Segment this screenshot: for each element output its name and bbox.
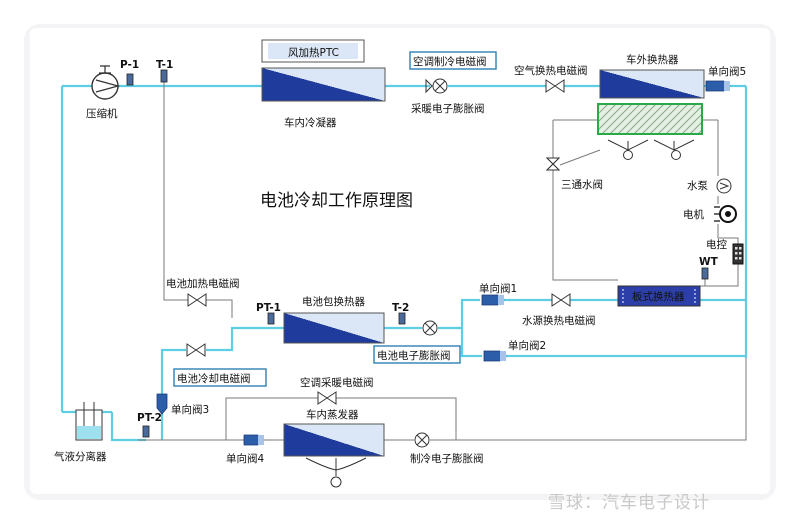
diagram-title: 电池冷却工作原理图 [260, 191, 413, 211]
t2-sensor [398, 312, 406, 325]
air-hx-valve [545, 79, 565, 93]
controller-label: 电控 [706, 238, 727, 251]
check-valve-5-label: 单向阀5 [708, 65, 746, 78]
check-valve-1 [481, 294, 505, 306]
check-valve-4-label: 单向阀4 [226, 452, 264, 465]
battery-heating-valve [187, 293, 207, 307]
t1-label: T-1 [156, 59, 173, 71]
compressor-label: 压缩机 [86, 107, 118, 120]
air-hx-valve-label: 空气换热电磁阀 [514, 64, 588, 77]
thin-lines [138, 70, 747, 441]
check-valve-4 [243, 434, 265, 446]
pt1-label: PT-1 [256, 302, 281, 314]
check-valve-5 [705, 80, 731, 92]
p1-label: P-1 [120, 59, 139, 71]
outer-heat-exchanger [599, 69, 705, 99]
water-hx-valve [551, 293, 571, 307]
battery-heating-valve-label: 电池加热电磁阀 [166, 277, 240, 290]
battery-pack-hx-label: 电池包换热器 [302, 295, 365, 308]
cabin-condenser [261, 67, 386, 102]
pressure-sensor-p1 [126, 73, 134, 86]
gas-liquid-separator-label: 气液分离器 [54, 450, 107, 463]
water-hx-valve-label: 水源换热电磁阀 [522, 314, 596, 327]
ptc-label: 风加热PTC [288, 46, 339, 59]
ac-cool-valve-label: 空调制冷电磁阀 [413, 55, 487, 68]
gas-liquid-separator [75, 402, 103, 441]
pump-label: 水泵 [687, 180, 708, 192]
watermark: 雪球：汽车电子设计 [548, 493, 710, 513]
battery-pack-heat-exchanger [283, 312, 385, 344]
motor [714, 205, 737, 223]
temp-sensor-t1 [160, 69, 168, 83]
cabin-evaporator [283, 423, 385, 457]
plate-hx-label: 板式换热器 [632, 290, 685, 303]
compressor [91, 65, 121, 100]
pt1-sensor [267, 312, 275, 325]
water-pump [716, 178, 732, 194]
ac-cool-valve-box [409, 51, 497, 70]
check-valve-3 [156, 393, 168, 415]
cooling-exv [414, 432, 430, 448]
controller [732, 243, 744, 265]
heating-exv-label: 采暖电子膨胀阀 [411, 102, 485, 115]
check-valve-2-label: 单向阀2 [508, 339, 546, 352]
check-valve-3-label: 单向阀3 [171, 403, 209, 416]
battery-exv [422, 320, 438, 336]
wt-label: WT [699, 256, 719, 268]
refrigerant-lines [60, 84, 748, 442]
three-way-water-valve [545, 157, 561, 171]
pt2-label: PT-2 [137, 412, 162, 424]
t2-label: T-2 [392, 302, 409, 314]
ptc-fill [268, 43, 358, 59]
battery-cooling-valve [186, 343, 206, 357]
battery-cooling-valve-box [173, 368, 267, 387]
battery-exv-box [373, 345, 461, 364]
cabin-condenser-label: 车内冷凝器 [284, 116, 337, 129]
check-valve-1-label: 单向阀1 [479, 282, 517, 295]
motor-label: 电机 [683, 208, 704, 221]
heating-exv [425, 78, 448, 94]
cabin-evaporator-label: 车内蒸发器 [306, 408, 359, 421]
evaporator-fan [305, 457, 367, 488]
battery-exv-label: 电池电子膨胀阀 [377, 349, 451, 362]
radiator-core [597, 103, 703, 135]
three-way-valve-label: 三通水阀 [561, 178, 603, 191]
cooling-exv-label: 制冷电子膨胀阀 [410, 452, 484, 465]
pt2-sensor [142, 425, 150, 438]
plate-heat-exchanger [617, 285, 701, 307]
ac-heating-valve-label: 空调采暖电磁阀 [300, 376, 374, 389]
plate-hx-ports [622, 289, 696, 303]
outer-hx-label: 车外换热器 [626, 53, 679, 66]
check-valve-2 [483, 350, 507, 362]
radiator-fans [607, 139, 695, 160]
wt-sensor [701, 267, 709, 280]
battery-cooling-valve-label: 电池冷却电磁阀 [177, 372, 251, 385]
ac-heating-valve [317, 391, 337, 405]
